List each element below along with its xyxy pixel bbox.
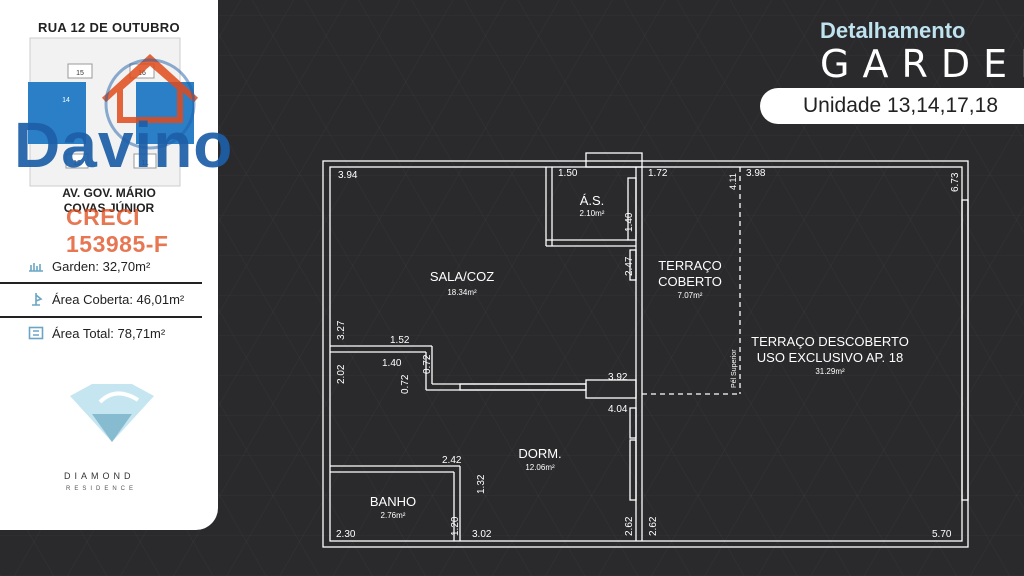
room-area-as: 2.10m² bbox=[580, 209, 605, 218]
room-name-terraco-descoberto-1: TERRAÇO DESCOBERTO bbox=[751, 334, 909, 349]
dim-label: 6.73 bbox=[950, 172, 961, 192]
watermark-creci: CRECI 153985-F bbox=[66, 204, 169, 257]
dim-label: 1.40 bbox=[624, 212, 635, 232]
map-label-12: 12 bbox=[73, 160, 81, 167]
total-area-icon bbox=[28, 326, 44, 340]
street-label-bottom: AV. GOV. MÁRIO COVAS JÚNIOR bbox=[62, 186, 156, 215]
header-subtitle: GARDEN bbox=[820, 42, 1024, 86]
street-label-top: RUA 12 DE OUTUBRO bbox=[38, 20, 180, 35]
diamond-logo-icon bbox=[70, 384, 154, 442]
total-area-label: Área Total: 78,71m² bbox=[52, 325, 166, 341]
dim-label: 2.02 bbox=[336, 364, 347, 384]
room-name-terraco-coberto-1: TERRAÇO bbox=[658, 258, 722, 273]
map-label-16: 16 bbox=[138, 70, 146, 77]
dim-label: 1.50 bbox=[558, 168, 578, 179]
dim-label: 0.72 bbox=[400, 374, 411, 394]
top-window bbox=[585, 152, 643, 168]
divider bbox=[0, 282, 202, 284]
door-frame bbox=[627, 177, 637, 241]
room-name-as: Á.S. bbox=[580, 193, 605, 208]
dim-label: 0.72 bbox=[422, 354, 433, 374]
map-label-14: 14 bbox=[62, 97, 70, 104]
map-block-14 bbox=[28, 82, 86, 144]
room-name-banho: BANHO bbox=[370, 494, 416, 509]
dim-label: 1.52 bbox=[390, 335, 410, 346]
dim-label: 1.20 bbox=[450, 516, 461, 536]
logo-ring-icon bbox=[104, 58, 196, 150]
dim-label: 2.62 bbox=[648, 516, 659, 536]
room-area-banho: 2.76m² bbox=[381, 511, 406, 520]
dim-label: 2.42 bbox=[442, 455, 462, 466]
watermark-name: Davino bbox=[14, 109, 234, 181]
header-title: Detalhamento bbox=[820, 18, 966, 43]
covered-area-label: Área Coberta: 46,01m² bbox=[52, 291, 185, 307]
garden-area-label: Garden: 32,70m² bbox=[52, 258, 151, 274]
door-frame bbox=[629, 249, 637, 281]
wall-note: Pél Superior bbox=[731, 349, 738, 388]
sidebar: RUA 12 DE OUTUBRO 15 16 14 12 11 Davino … bbox=[0, 0, 232, 530]
side-window bbox=[961, 199, 969, 501]
map-block-15 bbox=[67, 63, 93, 79]
door-threshold bbox=[585, 379, 637, 399]
map-label-11: 11 bbox=[141, 160, 148, 167]
dim-label: 5.70 bbox=[932, 529, 952, 540]
dim-label: 2.30 bbox=[336, 529, 356, 540]
room-name-dorm: DORM. bbox=[518, 446, 561, 461]
dim-label: 3.92 bbox=[608, 372, 628, 383]
location-map: 15 16 14 12 11 bbox=[28, 37, 199, 187]
room-area-sala: 18.34m² bbox=[447, 288, 477, 297]
info-garden: Garden: 32,70m² bbox=[0, 253, 210, 279]
dim-label: 3.02 bbox=[472, 529, 492, 540]
info-total: Área Total: 78,71m² bbox=[0, 320, 210, 346]
dim-label: 2.62 bbox=[624, 516, 635, 536]
room-name-sala: SALA/COZ bbox=[430, 269, 494, 284]
divider bbox=[0, 316, 202, 318]
info-covered: Área Coberta: 46,01m² bbox=[0, 286, 210, 312]
map-block-12 bbox=[65, 153, 89, 169]
room-area-dorm: 12.06m² bbox=[525, 463, 555, 472]
dim-label: 3.94 bbox=[338, 170, 358, 181]
units-badge: Unidade 13,14,17,18 bbox=[760, 88, 1024, 124]
room-name-terraco-coberto-2: COBERTO bbox=[658, 274, 722, 289]
room-area-terraco-coberto: 7.07m² bbox=[678, 291, 703, 300]
dim-label: 1.40 bbox=[382, 358, 402, 369]
dim-label: 1.72 bbox=[648, 168, 668, 179]
garden-icon bbox=[29, 263, 43, 272]
map-block-11 bbox=[133, 153, 157, 169]
brand-name: DIAMOND bbox=[64, 471, 135, 481]
house-logo-icon bbox=[101, 53, 199, 123]
dim-label: 4.04 bbox=[608, 404, 628, 415]
brand-subtitle: RESIDENCE bbox=[66, 486, 138, 492]
wardrobe bbox=[459, 383, 587, 391]
dim-label: 1.32 bbox=[476, 474, 487, 494]
room-name-terraco-descoberto-2: USO EXCLUSIVO AP. 18 bbox=[757, 350, 903, 365]
door-frame bbox=[629, 439, 637, 501]
door-frame bbox=[629, 407, 637, 439]
dim-label: 3.27 bbox=[336, 320, 347, 340]
dim-label: 3.98 bbox=[746, 168, 766, 179]
covered-area-icon bbox=[32, 293, 43, 306]
room-area-terraco-descoberto: 31.29m² bbox=[815, 367, 845, 376]
dim-label: 2.47 bbox=[624, 256, 635, 276]
map-label-15: 15 bbox=[76, 70, 84, 77]
dim-label: 4.11 bbox=[728, 173, 738, 190]
